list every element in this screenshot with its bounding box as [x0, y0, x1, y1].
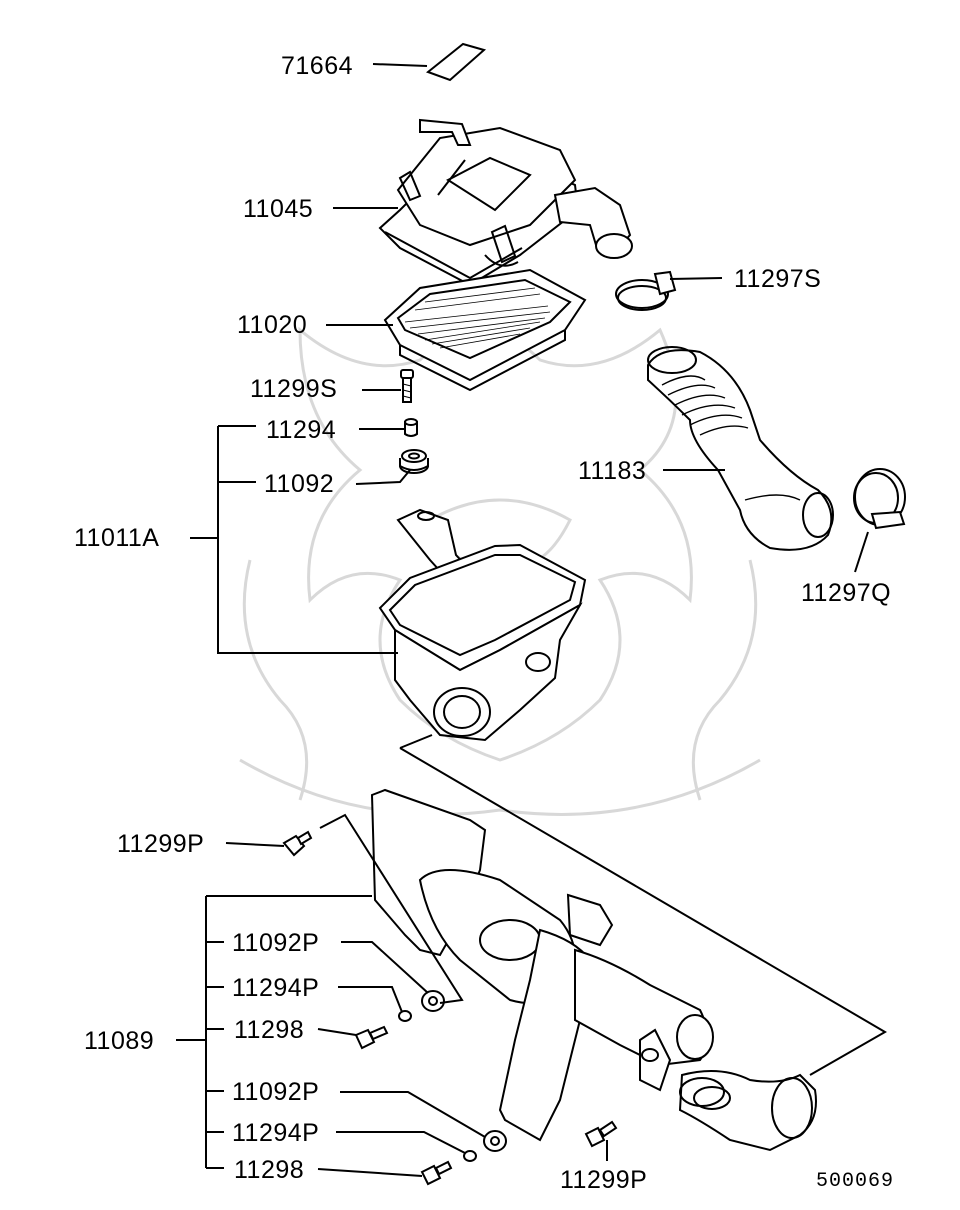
label-plate-part[interactable] [425, 42, 487, 82]
hose-clamp-11297q-part[interactable] [853, 468, 906, 530]
label-11092p-2[interactable]: 11092P [232, 1078, 319, 1106]
label-11297q[interactable]: 11297Q [801, 579, 891, 607]
label-11294p-1[interactable]: 11294P [232, 974, 319, 1002]
label-11299p-bottom[interactable]: 11299P [560, 1166, 647, 1194]
label-11299p-top[interactable]: 11299P [117, 830, 204, 858]
air-duct-assembly-11089-part[interactable] [370, 788, 817, 1152]
grommet-11092p-1-part[interactable] [421, 990, 445, 1012]
label-11298-2[interactable]: 11298 [234, 1156, 304, 1184]
hose-clamp-11297s-part[interactable] [615, 270, 677, 311]
air-cleaner-cover-part[interactable] [378, 118, 633, 287]
label-11299s[interactable]: 11299S [250, 375, 337, 403]
grommet-11092p-2-part[interactable] [483, 1130, 507, 1152]
label-71664[interactable]: 71664 [281, 52, 353, 80]
grommet-11092-part[interactable] [399, 449, 429, 474]
label-11011a[interactable]: 11011A [74, 524, 159, 552]
intake-hose-11183-part[interactable] [647, 346, 834, 551]
label-11089[interactable]: 11089 [84, 1027, 154, 1055]
label-11298-1[interactable]: 11298 [234, 1016, 304, 1044]
label-11092[interactable]: 11092 [264, 470, 334, 498]
label-11297s[interactable]: 11297S [734, 265, 821, 293]
bolt-11299p-bottom-part[interactable] [584, 1120, 618, 1148]
air-cleaner-case-part[interactable] [378, 508, 587, 742]
label-11183[interactable]: 11183 [578, 457, 646, 485]
leader-lines [176, 63, 887, 1177]
collar-11294p-1-part[interactable] [398, 1010, 412, 1022]
collar-11294p-2-part[interactable] [463, 1150, 477, 1162]
part-labels: 71664 11045 11297S 11020 11299S 11294 11… [74, 52, 894, 1194]
bolt-11298-1-part[interactable] [354, 1025, 389, 1050]
bolt-11299s-part[interactable] [400, 369, 414, 403]
watermark-emblem [239, 326, 761, 816]
bolt-11298-2-part[interactable] [420, 1160, 453, 1186]
label-11092p-1[interactable]: 11092P [232, 929, 319, 957]
label-11294p-2[interactable]: 11294P [232, 1119, 319, 1147]
bolt-11299p-top-part[interactable] [282, 830, 313, 857]
air-filter-element-part[interactable] [383, 268, 587, 392]
label-11045[interactable]: 11045 [243, 195, 313, 223]
label-11294[interactable]: 11294 [266, 416, 336, 444]
label-11020[interactable]: 11020 [237, 311, 307, 339]
diagram-code: 500069 [816, 1170, 894, 1193]
collar-11294-part[interactable] [404, 418, 418, 437]
